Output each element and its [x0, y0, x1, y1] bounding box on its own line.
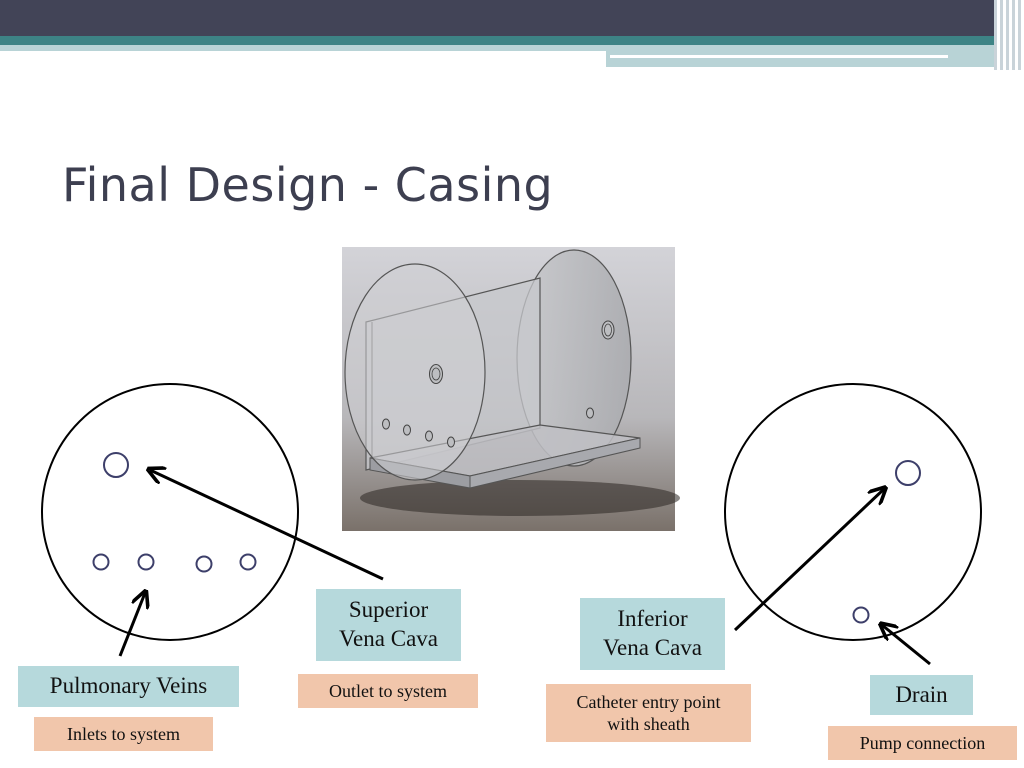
- pulmonary-veins-label-text: Pulmonary Veins: [49, 673, 208, 699]
- pulmonary-veins-arrow: [118, 593, 145, 657]
- catheter-note-line1: Catheter entry point: [576, 691, 721, 712]
- pulmonary-veins-label: Pulmonary Veins: [18, 666, 239, 707]
- pump-connection-note-text: Pump connection: [859, 732, 986, 753]
- header-bar-light: [0, 45, 606, 51]
- catheter-note-line2: with sheath: [607, 714, 690, 734]
- superior-vena-cava-arrow: [150, 470, 384, 581]
- inlets-note-text: Inlets to system: [67, 723, 180, 744]
- superior-vena-cava-hole: [103, 452, 129, 478]
- pulmonary-vein-hole: [137, 553, 155, 571]
- drain-arrow: [882, 625, 931, 666]
- casing-render-image: [342, 247, 680, 531]
- right-endcap-schematic: [724, 383, 982, 641]
- superior-vena-cava-line1: Superior: [348, 597, 429, 623]
- inferior-vena-cava-label: Inferior Vena Cava: [580, 598, 725, 670]
- catheter-note: Catheter entry point with sheath: [546, 684, 751, 742]
- slide-title: Final Design - Casing: [62, 158, 554, 212]
- outlet-note: Outlet to system: [298, 674, 478, 708]
- drain-hole: [852, 606, 870, 624]
- left-endcap-schematic: [41, 383, 299, 641]
- drain-label: Drain: [870, 675, 973, 715]
- inlets-note: Inlets to system: [34, 717, 213, 751]
- inferior-vena-cava-arrow: [733, 489, 884, 632]
- left-endcap-outline: [41, 383, 299, 641]
- inferior-vena-cava-line2: Vena Cava: [603, 635, 702, 660]
- outlet-note-text: Outlet to system: [329, 680, 447, 701]
- pulmonary-vein-hole: [239, 553, 257, 571]
- inferior-vena-cava-hole: [895, 460, 921, 486]
- header-stripes: [994, 0, 1024, 70]
- casing-left-disc: [344, 263, 486, 481]
- header-bar-white-line: [610, 55, 948, 58]
- pulmonary-vein-hole: [92, 553, 110, 571]
- pump-connection-note: Pump connection: [828, 726, 1017, 760]
- right-endcap-outline: [724, 383, 982, 641]
- drain-label-text: Drain: [895, 681, 948, 707]
- header-bar-teal: [0, 36, 1024, 45]
- inferior-vena-cava-line1: Inferior: [617, 606, 688, 632]
- pulmonary-vein-hole: [195, 555, 213, 573]
- header-bar-dark: [0, 0, 1024, 36]
- superior-vena-cava-line2: Vena Cava: [339, 626, 438, 651]
- superior-vena-cava-label: Superior Vena Cava: [316, 589, 461, 661]
